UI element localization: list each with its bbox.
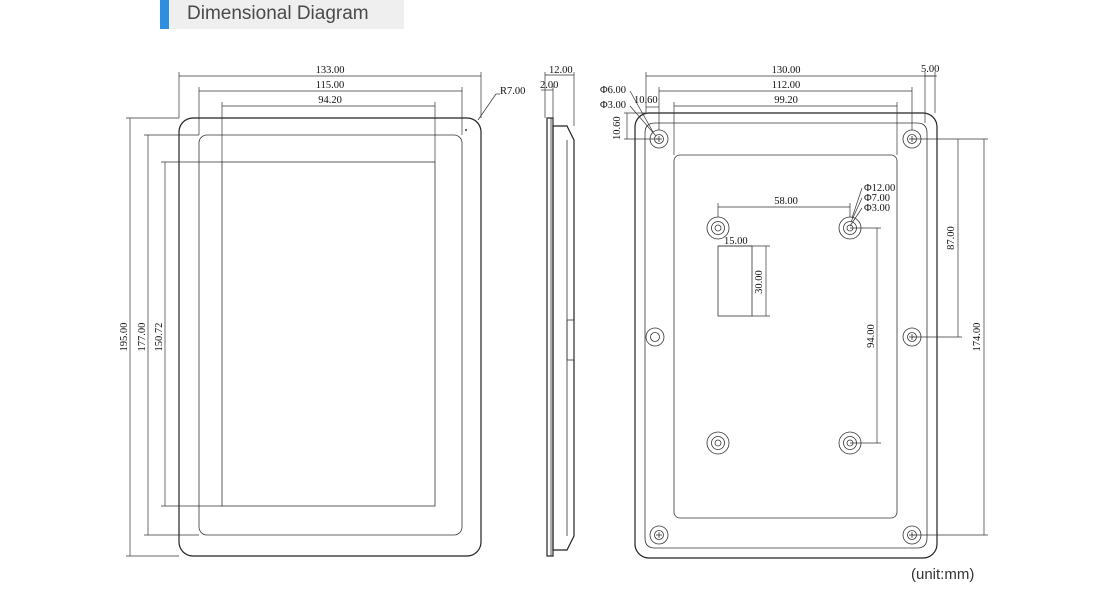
unit-note: (unit:mm) <box>911 566 975 583</box>
back-width-holes-label: 112.00 <box>772 80 801 91</box>
corner-hole-dia-inner-label: Φ3.00 <box>600 100 626 111</box>
front-height-outer-label: 195.00 <box>119 323 130 352</box>
front-height-mid-label: 177.00 <box>137 323 148 352</box>
vesa-dia-mid-label: Φ7.00 <box>864 193 890 204</box>
vesa-spacing-y-label: 94.00 <box>866 324 877 348</box>
section-title: Dimensional Diagram <box>187 3 369 24</box>
corner-hole-bottom-left <box>649 525 669 545</box>
vesa-dia-inner-label: Φ3.00 <box>864 203 890 214</box>
side-depth-front-label: 2.00 <box>540 80 558 91</box>
vesa-spacing-x-label: 58.00 <box>774 196 798 207</box>
section-header: Dimensional Diagram <box>160 0 404 29</box>
vesa-dia-outer-label: Φ12.00 <box>864 183 895 194</box>
header-accent-bar <box>160 0 169 29</box>
side-view: 12.00 2.00 <box>540 65 575 557</box>
back-width-outer-label: 130.00 <box>772 65 801 76</box>
connector-height-label: 30.00 <box>754 270 765 294</box>
side-body <box>552 125 575 551</box>
back-inner-frame <box>644 122 928 549</box>
front-outer-frame <box>178 117 482 557</box>
front-height-inner-label: 150.72 <box>154 323 165 352</box>
front-display-area <box>221 161 436 507</box>
front-bezel <box>198 134 463 536</box>
mid-hole-spacing-label: 87.00 <box>946 226 957 250</box>
back-width-panel-label: 99.20 <box>774 95 798 106</box>
back-outer-frame <box>634 112 938 559</box>
connector-cutout <box>717 245 753 317</box>
corner-hole-dia-outer-label: Φ6.00 <box>600 85 626 96</box>
side-depth-total-label: 12.00 <box>549 65 573 76</box>
back-edge-offset-label: 5.00 <box>921 64 939 75</box>
vesa-hole-bottom-left <box>706 431 730 455</box>
corner-hole-offset-y-label: 10.60 <box>612 116 623 140</box>
corner-hole-offset-x-label: 10.60 <box>634 95 658 106</box>
front-width-outer-label: 133.00 <box>316 65 345 76</box>
front-view: 133.00 115.00 94.20 R7.00 195.00 177.00 … <box>119 65 525 557</box>
corner-hole-spacing-label: 174.00 <box>972 323 983 352</box>
back-view: 130.00 5.00 112.00 99.20 Φ6.00 Φ3.00 10.… <box>600 64 988 559</box>
front-width-inner-label: 94.20 <box>318 95 342 106</box>
connector-width-label: 15.00 <box>724 236 748 247</box>
front-indicator-dot <box>465 129 467 131</box>
front-radius-label: R7.00 <box>500 86 525 97</box>
mid-hole-left <box>645 327 665 347</box>
side-front-panel <box>546 117 554 557</box>
side-mid-tab <box>566 319 575 361</box>
back-panel <box>673 154 898 519</box>
front-width-mid-label: 115.00 <box>316 80 345 91</box>
